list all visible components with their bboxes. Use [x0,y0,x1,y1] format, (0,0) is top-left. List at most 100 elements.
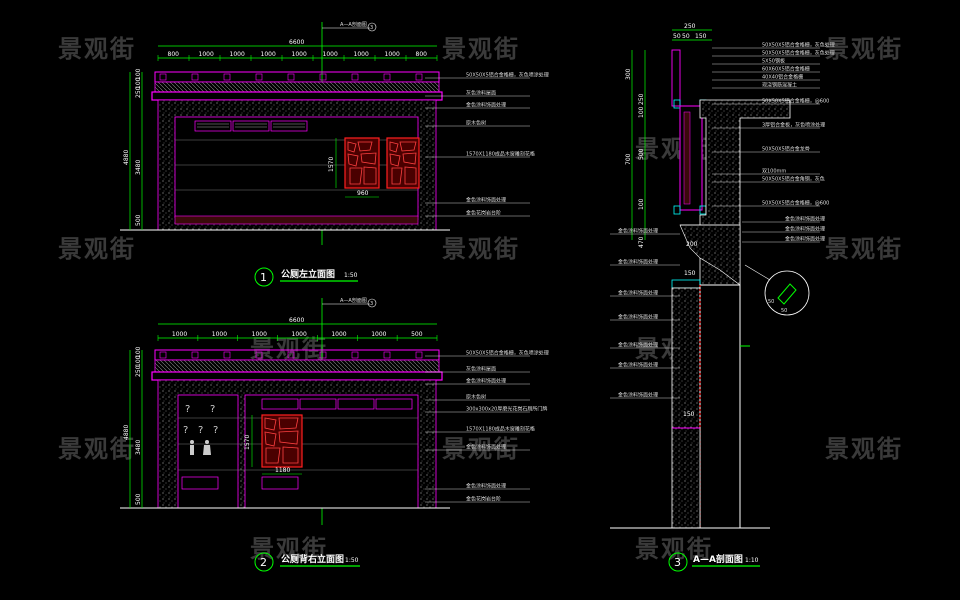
height-dimension: 470 [638,236,645,248]
watermark-text: 景观街 [635,535,713,563]
annotation-text: 金色涂料饰面处理 [785,226,825,233]
grille-slat [319,351,327,359]
view-scale: 1:50 [344,272,358,279]
segment-dimension: 1000 [371,331,386,338]
grille-slat [255,73,263,81]
top-dimension: 50 [682,33,690,40]
fascia-panel [679,105,703,211]
top-dimension: 50 [673,33,681,40]
overall-dimension: 6600 [289,317,304,324]
annotation-text: 50X50X5铝合金角钢，灰色 [762,176,825,183]
annotation-text: 50X50X5铝合金格栅，@600 [762,200,829,207]
annotation-text: 金色涂料饰面处理 [466,444,506,451]
watermark-text: 景观街 [58,235,136,263]
height-dimension: 4880 [123,150,130,165]
height-dimension: 4880 [123,425,130,440]
segment-dimension: 1000 [252,331,267,338]
structural-wall [699,284,741,529]
segment-dimension: 1000 [292,331,307,338]
watermark-text: 景观街 [250,335,328,363]
segment-dimension: 1000 [385,51,400,58]
annotation-text: 金色花岗岩台阶 [466,210,501,217]
annotation-text: 300x300x20厚磨光花岗石厕所门牌 [466,406,547,413]
segment-dimension: 1000 [261,51,276,58]
segment-dimension: 800 [416,51,428,58]
lattice-window [261,414,303,468]
grille-slat [351,73,359,81]
watermark-text: 景观街 [58,35,136,63]
steel-angle [673,205,681,215]
base-step [174,215,419,225]
section-tag-number: 3 [370,301,373,307]
annotation-text: 50X50X5铝合金格栅，灰色处理 [762,42,835,49]
annotation-text: 金色涂料饰面处理 [618,342,658,349]
annotation-text: 金色花岗岩台阶 [466,496,501,503]
wall-finish-layer [671,287,701,429]
fascia-core [683,111,691,205]
height-dimension: 250 [135,86,142,98]
height-dimension: 100 [135,77,142,89]
view-number-bubble [254,552,274,572]
height-dimension: 250 [135,365,142,377]
annotation-leaders: 50X50X5铝合金格栅，灰色喷涂处理灰色涂料屋面金色涂料饰面处理原木色树300… [425,350,549,503]
roof-slab [151,91,443,101]
watermark-text: 景观街 [442,435,520,463]
watermark-text: 景观街 [58,435,136,463]
grille-slat [351,351,359,359]
cap-flashing [671,279,701,289]
view-number: 2 [260,556,267,569]
height-dimension: 100 [135,346,142,358]
top-dimension: 150 [695,33,707,40]
grille-slat [287,351,295,359]
roof-grille [154,71,440,83]
height-dimension: 500 [638,148,645,160]
person-icon [190,445,194,455]
annotation-text: 金色涂料饰面处理 [466,197,506,204]
annotation-leaders: 50X50X5铝合金格栅，灰色喷涂处理灰色涂料屋面金色涂料饰面处理原木色树157… [425,72,549,217]
roof-grille-slats [159,73,423,81]
height-dimension: 100 [638,198,645,210]
height-dimension: 500 [135,493,142,505]
window-height: 1570 [244,435,251,450]
detail-callout-profile [777,283,797,305]
detail-callout-circle [764,270,810,316]
annotation-text: 50X50X5铝合金龙骨 [762,146,810,153]
grille-profile [671,49,681,107]
grille-slat [287,73,295,81]
view-scale: 1:50 [345,557,359,564]
height-dimension: 3480 [135,160,142,175]
segment-dimension: 500 [411,331,423,338]
window-width: 960 [357,190,369,197]
view-title: A—A剖面图 [693,553,743,565]
lattice-window [386,137,420,189]
view-scale: 1:10 [745,557,759,564]
annotation-text: 灰色涂料屋面 [466,90,496,97]
steel-angle [673,99,681,109]
section-tag-bubble [367,298,377,308]
grille-slat [191,351,199,359]
roof-fascia [154,359,440,373]
annotation-text: 金色涂料饰面处理 [618,314,658,321]
annotation-text: 灰色涂料屋面 [466,366,496,373]
lattice-window [344,137,380,189]
height-dimension: 100 [135,68,142,80]
annotation-text: 金色涂料饰面处理 [466,378,506,385]
question-icon: ? [183,425,188,436]
annotation-text: 1570X1180成品木窗雕刻花格 [466,426,535,433]
annotation-text: 原木色树 [466,394,486,401]
watermark-text: 景观街 [250,535,328,563]
roof-slab [151,371,443,381]
window-width: 1180 [275,467,290,474]
annotation-text: 金色涂料饰面处理 [618,228,658,235]
annotation-text: 金色涂料饰面处理 [618,362,658,369]
inner-dimension: 200 [686,241,698,248]
annotation-text: 金色涂料饰面处理 [618,290,658,297]
overall-dimension: 6600 [289,39,304,46]
